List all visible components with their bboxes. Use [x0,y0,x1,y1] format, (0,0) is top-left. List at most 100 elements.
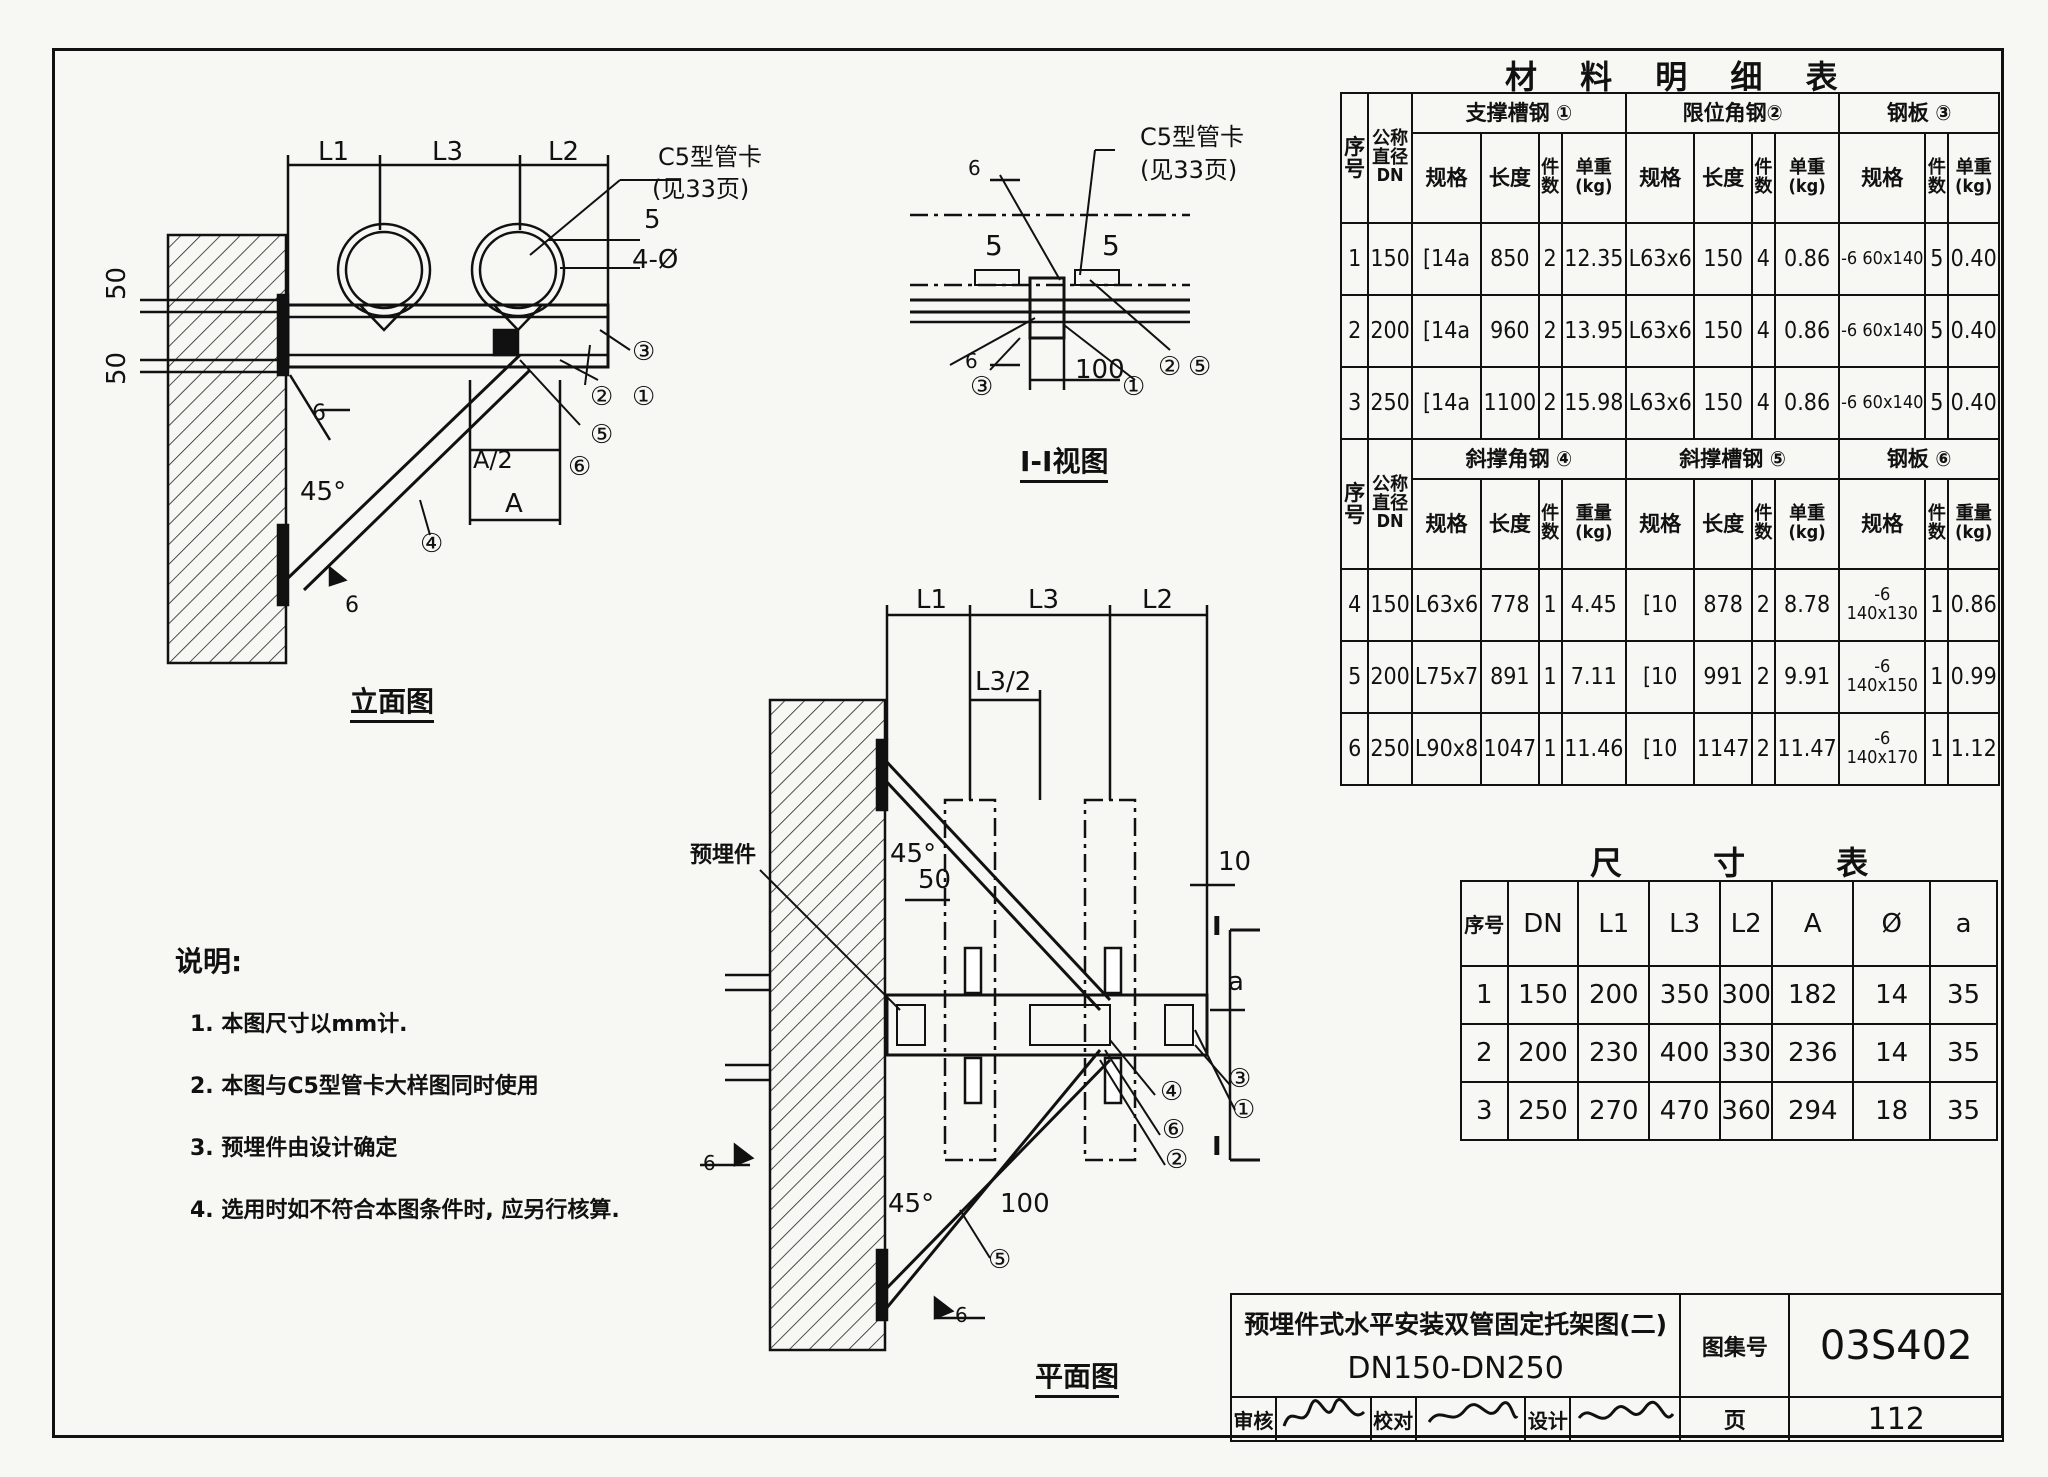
svg-text:6: 6 [312,401,326,426]
mat-hdr-g6: 钢板 ⑥ [1838,438,2000,480]
section-caption: I-I视图 [1020,440,1109,483]
mat-hdr-g3: 钢板 ③ [1838,92,2000,134]
svg-text:a: a [1228,967,1244,997]
svg-text:A: A [505,489,523,519]
mat-sub: 规格 [1410,478,1483,570]
mat-sub: 件数 [1750,478,1776,570]
design-label: 设计 [1524,1396,1572,1442]
svg-text:③: ③ [1228,1064,1251,1094]
svg-text:6: 6 [703,1151,716,1175]
mat-sub: 规格 [1410,132,1483,224]
mat-sub: 重量(kg) [1947,478,2000,570]
svg-text:4-Ø: 4-Ø [632,245,678,275]
notes-heading: 说明: [175,945,243,978]
note-1: 1. 本图尺寸以mm计. [190,1012,408,1037]
atlas-label: 图集号 [1679,1293,1791,1398]
mat-hdr-dn-2: 公称直径DN [1367,438,1413,570]
mat-sub: 件数 [1537,478,1563,570]
svg-text:④: ④ [1160,1077,1183,1107]
svg-text:45°: 45° [888,1189,934,1219]
svg-text:6: 6 [965,349,978,373]
elevation-labels: L1 L3 L2 C5型管卡 (见33页) 5 4-Ø 50 50 6 6 45… [102,137,762,618]
svg-text:C5型管卡: C5型管卡 [658,143,762,171]
svg-text:③: ③ [632,337,655,367]
mat-sub: 长度 [1693,478,1753,570]
page-label: 页 [1679,1396,1791,1442]
svg-text:①: ① [1232,1095,1255,1125]
svg-text:L2: L2 [548,137,579,167]
check-signature [1414,1396,1527,1442]
svg-text:50: 50 [102,352,132,385]
svg-text:I: I [1212,1132,1222,1162]
svg-text:⑥: ⑥ [568,452,591,482]
notes: 说明: 1. 本图尺寸以mm计. 2. 本图与C5型管卡大样图同时使用 3. 预… [175,940,620,1254]
section-labels: C5型管卡 (见33页) 6 6 5 5 100 ③ ① ② ⑤ [965,123,1244,402]
mat-sub: 规格 [1838,478,1927,570]
svg-text:⑥: ⑥ [1162,1115,1185,1145]
page-number: 112 [1788,1396,2004,1442]
mat-hdr-g4: 斜撑角钢 ④ [1410,438,1627,480]
mat-sub: 重量(kg) [1560,478,1627,570]
dim-hdr: 序号 [1460,880,1509,967]
mat-sub: 单重(kg) [1773,132,1841,224]
svg-text:L1: L1 [318,137,349,167]
drawing-title: 预埋件式水平安装双管固定托架图(二) [1244,1310,1668,1339]
svg-text:6: 6 [955,1303,968,1327]
material-table-title: 材 料 明 细 表 [1505,58,1854,96]
elevation-caption: 立面图 [350,680,435,723]
svg-text:5: 5 [985,229,1003,262]
mat-hdr-seq-2: 序号 [1339,438,1370,570]
svg-text:①: ① [632,382,655,412]
svg-text:预埋件: 预埋件 [690,843,756,868]
svg-text:③: ③ [970,372,993,402]
mat-hdr-dn: 公称直径DN [1367,92,1413,224]
dim-hdr: a [1929,880,1998,967]
dim-hdr: A [1771,880,1855,967]
svg-text:①: ① [1122,372,1145,402]
drawing-frame [52,48,2004,1438]
mat-sub: 件数 [1750,132,1776,224]
svg-text:L3: L3 [1028,585,1059,615]
svg-text:6: 6 [968,156,981,180]
dim-hdr: L3 [1648,880,1722,967]
svg-text:L2: L2 [1142,585,1173,615]
mat-sub: 长度 [1693,132,1753,224]
dim-table-title: 尺 寸 表 [1590,844,1909,882]
svg-text:⑤: ⑤ [988,1245,1011,1275]
svg-text:L3/2: L3/2 [975,667,1031,697]
svg-text:45°: 45° [300,477,346,507]
svg-text:10: 10 [1218,847,1251,877]
svg-text:5: 5 [1102,229,1120,262]
dim-hdr: DN [1506,880,1580,967]
drawing-subtitle: DN150-DN250 [1347,1351,1564,1386]
wall-hatch [166,233,288,665]
svg-text:100: 100 [1000,1189,1050,1219]
mat-sub: 件数 [1924,132,1950,224]
svg-text:④: ④ [420,529,443,559]
note-2: 2. 本图与C5型管卡大样图同时使用 [190,1074,539,1099]
svg-text:②: ② [590,382,613,412]
svg-text:⑤: ⑤ [1188,352,1211,382]
svg-text:②: ② [1165,1145,1188,1175]
plan-view [700,605,1260,1352]
mat-sub: 件数 [1924,478,1950,570]
mat-hdr-seq: 序号 [1339,92,1370,224]
svg-text:6: 6 [345,593,359,618]
svg-text:(见33页): (见33页) [652,175,749,203]
review-signature [1274,1396,1372,1442]
mat-sub: 单重(kg) [1947,132,2000,224]
note-3: 3. 预埋件由设计确定 [190,1136,398,1161]
review-label: 审核 [1230,1396,1277,1442]
mat-sub: 规格 [1624,478,1696,570]
plan-caption: 平面图 [1035,1355,1120,1398]
svg-text:L1: L1 [916,585,947,615]
plan-labels: L1 L3 L2 L3/2 预埋件 45° 50 10 a I I 45° 10… [690,585,1255,1327]
atlas-number: 03S402 [1788,1293,2004,1398]
mat-hdr-g1: 支撑槽钢 ① [1410,92,1627,134]
elevation-view [140,155,680,665]
check-label: 校对 [1369,1396,1417,1442]
